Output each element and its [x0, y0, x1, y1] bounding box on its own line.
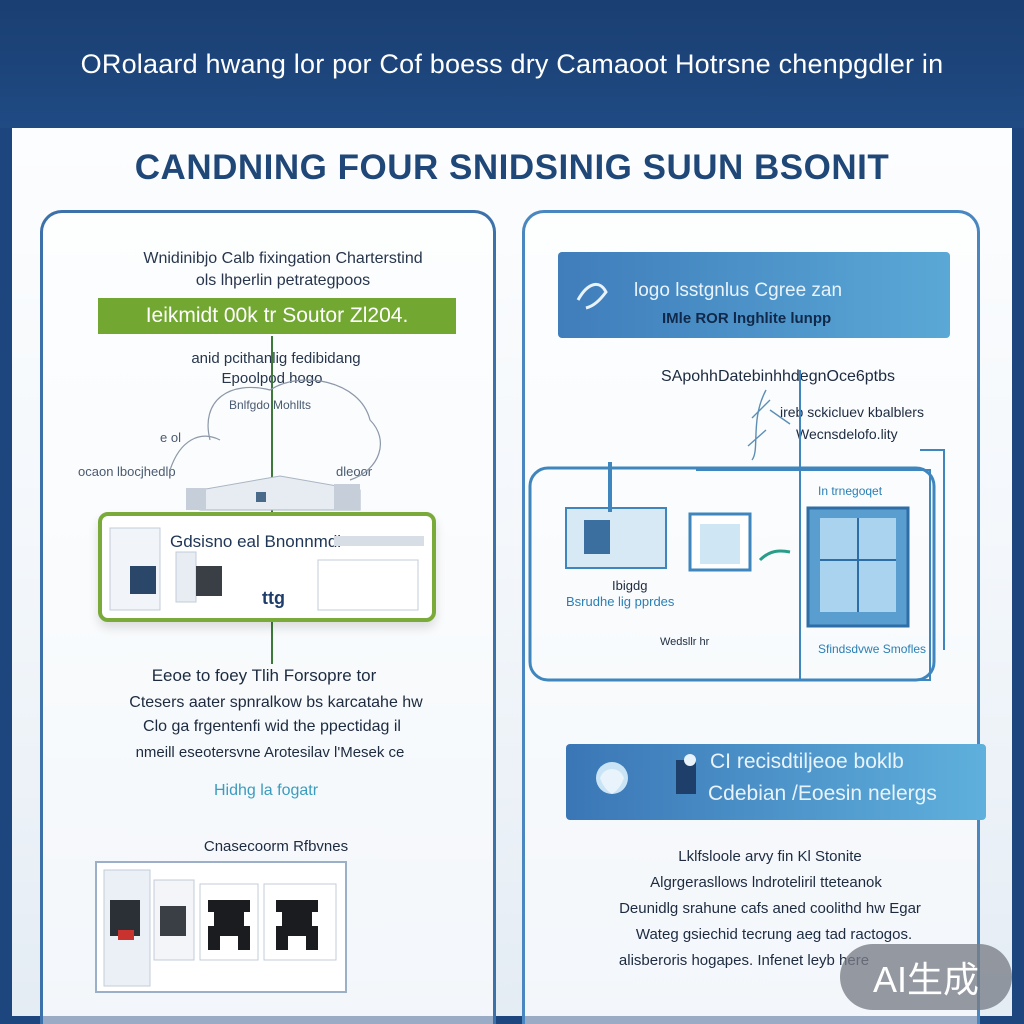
person-icon — [676, 754, 696, 794]
right-frame-border — [1012, 0, 1024, 1024]
left-right-label: dleoor — [336, 464, 373, 479]
bird-icon — [576, 283, 608, 310]
right-bottom-box-line1: CI recisdtiljeoe boklb — [710, 750, 904, 773]
main-title-text: CANDNING FOUR SNIDSINIG SUUN BSONIT — [134, 148, 890, 187]
left-side-label: e ol — [160, 430, 181, 445]
right-top-box — [558, 252, 950, 338]
right-screen-icon — [806, 506, 910, 628]
left-far-label: ocaon lbocjhedlp — [78, 464, 176, 479]
left-box-title: Gdsisno eal Bnonnmdi — [170, 532, 342, 551]
tree-sketch-icon — [747, 389, 791, 461]
right-footer-label-2: Sfindsdvwe Smofles — [818, 642, 927, 656]
left-building-icon — [186, 475, 361, 511]
right-note-line1: ireb sckicluev kbalblers — [780, 404, 924, 420]
left-bottom-caption: Cnasecoorm Rfbvnes — [203, 838, 349, 855]
right-inner-frame — [528, 466, 936, 682]
left-connector-top — [271, 336, 273, 512]
left-body-line1: Ctesers aater spnralkow bs karcatahe hw — [129, 694, 423, 711]
right-top-box-line1: logo lsstgnlus Cgree zan — [634, 280, 843, 301]
right-footer-label-1: Wedsllr hr — [660, 636, 710, 648]
top-banner: ORolaard hwang lor por Cof boess dry Cam… — [0, 0, 1024, 128]
left-body-line2: Clo ga frgentenfi wid the ppectidag il — [143, 718, 401, 735]
ai-badge-text: AI生成 — [872, 959, 979, 1000]
right-top-box-line2: IMle ROR lnghlite lunpp — [662, 310, 832, 327]
left-caption-line1: anid pcithanlig fedibidang — [191, 350, 361, 367]
left-frame-border — [0, 0, 12, 1024]
left-intro-line2: ols lhperlin petrategpoos — [195, 272, 371, 289]
banner-text: ORolaard hwang lor por Cof boess dry Cam… — [80, 48, 944, 79]
right-mid-label-1: Ibigdg — [612, 578, 648, 593]
right-para-line1: Lklfsloole arvy fin Kl Stonite — [678, 848, 862, 865]
right-bottom-box-line2: Cdebian /Eoesin nelergs — [708, 782, 937, 805]
right-screen-label: In trnegoqet — [818, 484, 883, 498]
right-para-line2: Algrgerasllows lndroteliril tteteanok — [650, 874, 882, 891]
right-note-line2: Wecnsdelofo.lity — [796, 426, 898, 442]
bottom-frame-border — [0, 1016, 1024, 1024]
right-para-line4: Wateg gsiechid tecrung aeg tad ractogos. — [635, 926, 913, 943]
ai-generated-badge: AI生成 — [840, 944, 1012, 1010]
heart-icon — [596, 762, 628, 794]
right-para-line5: alisberoris hogapes. Infenet leyb here — [618, 952, 870, 969]
right-bottom-box — [566, 744, 986, 820]
left-box-label-1: ttg — [262, 588, 285, 608]
left-green-bar-text: Ieikmidt 00k tr Soutor Zl204. — [145, 304, 409, 327]
left-body-line3: nmeill eseotersvne Arotesilav l'Mesek ce — [135, 744, 405, 761]
right-mid-label-2: Bsrudhe lig pprdes — [566, 594, 675, 609]
right-para-line3: Deunidlg srahune cafs aned coolithd hw E… — [619, 900, 921, 917]
left-scribble-label: Bnlfgdo Mohllts — [228, 398, 312, 412]
left-link-text[interactable]: Hidhg la fogatr — [213, 782, 319, 799]
left-scribble-icon — [169, 379, 381, 481]
left-green-bar: Ieikmidt 00k tr Soutor Zl204. — [98, 298, 456, 334]
left-box-devices-icon — [109, 527, 424, 611]
left-bottom-devices-icon — [95, 861, 347, 993]
left-body-title: Eeoe to foey Tlih Forsopre tor — [151, 666, 377, 685]
right-building-icon — [565, 462, 791, 572]
left-connector-bottom — [271, 622, 273, 664]
left-intro-line1: Wnidinibjo Calb fixingation Charterstind — [143, 250, 423, 267]
main-title: CANDNING FOUR SNIDSINIG SUUN BSONIT — [0, 140, 1024, 196]
right-subtitle: SApohhDatebinhhdegnOce6ptbs — [661, 368, 895, 385]
